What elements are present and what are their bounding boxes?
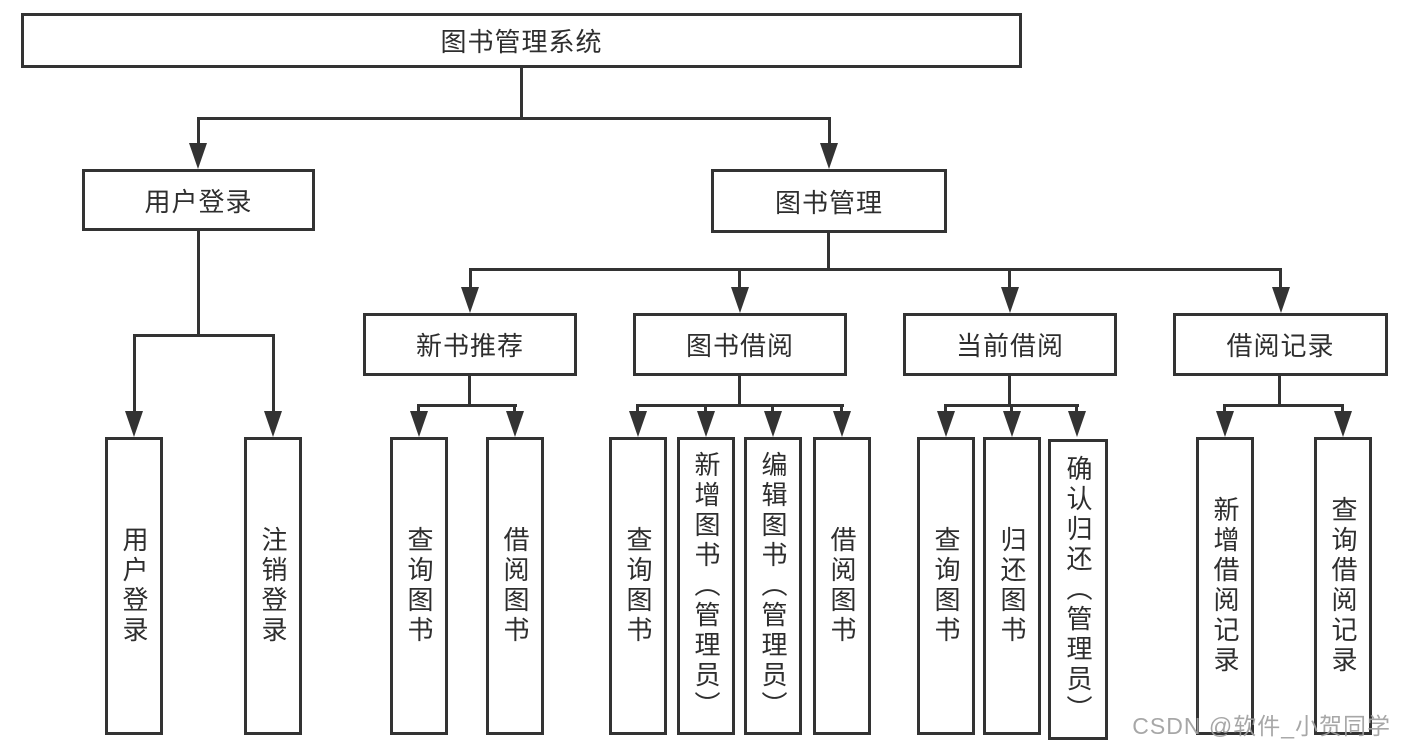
leaf-user-login: 用户登录 — [105, 437, 163, 735]
arrow-down-icon — [731, 287, 749, 313]
node-borrow-record: 借阅记录 — [1173, 313, 1388, 376]
connector-line — [520, 66, 523, 119]
arrow-down-icon — [1001, 287, 1019, 313]
connector-line — [417, 404, 420, 415]
arrow-down-icon — [125, 411, 143, 437]
connector-line — [197, 117, 831, 120]
node-book-borrow: 图书借阅 — [633, 313, 847, 376]
node-new-book-recommend: 新书推荐 — [363, 313, 577, 376]
node-book-management: 图书管理 — [711, 169, 947, 233]
connector-line — [1223, 404, 1226, 415]
leaf-cb-return-book: 归还图书 — [983, 437, 1041, 735]
connector-line — [1010, 404, 1013, 415]
leaf-bb-borrow-book: 借阅图书 — [813, 437, 871, 735]
connector-line — [738, 376, 741, 407]
connector-line — [133, 334, 275, 337]
arrow-down-icon — [461, 287, 479, 313]
connector-line — [636, 404, 844, 407]
connector-line — [944, 404, 947, 415]
leaf-bb-add-book-admin: 新增图书（管理员） — [677, 437, 735, 735]
connector-line — [840, 404, 843, 415]
leaf-nb-query-book: 查询图书 — [390, 437, 448, 735]
leaf-br-add-record: 新增借阅记录 — [1196, 437, 1254, 735]
arrow-down-icon — [1003, 411, 1021, 437]
leaf-br-query-record: 查询借阅记录 — [1314, 437, 1372, 735]
arrow-down-icon — [1272, 287, 1290, 313]
arrow-down-icon — [820, 143, 838, 169]
connector-line — [133, 334, 136, 413]
connector-line — [1223, 404, 1344, 407]
arrow-down-icon — [1334, 411, 1352, 437]
leaf-cb-query-book: 查询图书 — [917, 437, 975, 735]
arrow-down-icon — [506, 411, 524, 437]
arrow-down-icon — [1068, 411, 1086, 437]
arrow-down-icon — [189, 143, 207, 169]
connector-line — [417, 404, 517, 407]
connector-line — [468, 376, 471, 407]
arrow-down-icon — [1216, 411, 1234, 437]
arrow-down-icon — [937, 411, 955, 437]
node-library-management-system: 图书管理系统 — [21, 13, 1022, 68]
connector-line — [1008, 268, 1011, 290]
connector-line — [1008, 376, 1011, 407]
connector-line — [272, 334, 275, 413]
connector-line — [771, 404, 774, 415]
connector-line — [1341, 404, 1344, 415]
leaf-nb-borrow-book: 借阅图书 — [486, 437, 544, 735]
connector-line — [1075, 404, 1078, 415]
arrow-down-icon — [629, 411, 647, 437]
connector-line — [827, 232, 830, 270]
node-current-borrow: 当前借阅 — [903, 313, 1117, 376]
arrow-down-icon — [697, 411, 715, 437]
leaf-bb-edit-book-admin: 编辑图书（管理员） — [744, 437, 802, 735]
csdn-watermark: CSDN @软件_小贺同学 — [1132, 713, 1391, 739]
leaf-logout: 注销登录 — [244, 437, 302, 735]
connector-line — [469, 268, 472, 290]
leaf-bb-query-book: 查询图书 — [609, 437, 667, 735]
connector-line — [1278, 376, 1281, 407]
connector-line — [828, 117, 831, 147]
node-user-login: 用户登录 — [82, 169, 315, 231]
connector-line — [197, 231, 200, 337]
connector-line — [513, 404, 516, 415]
connector-line — [704, 404, 707, 415]
connector-line — [197, 117, 200, 147]
arrow-down-icon — [264, 411, 282, 437]
arrow-down-icon — [833, 411, 851, 437]
connector-line — [469, 268, 1282, 271]
arrow-down-icon — [410, 411, 428, 437]
connector-line — [738, 268, 741, 290]
leaf-cb-confirm-return-admin: 确认归还（管理员） — [1048, 439, 1108, 740]
connector-line — [636, 404, 639, 415]
arrow-down-icon — [764, 411, 782, 437]
connector-line — [1279, 268, 1282, 290]
